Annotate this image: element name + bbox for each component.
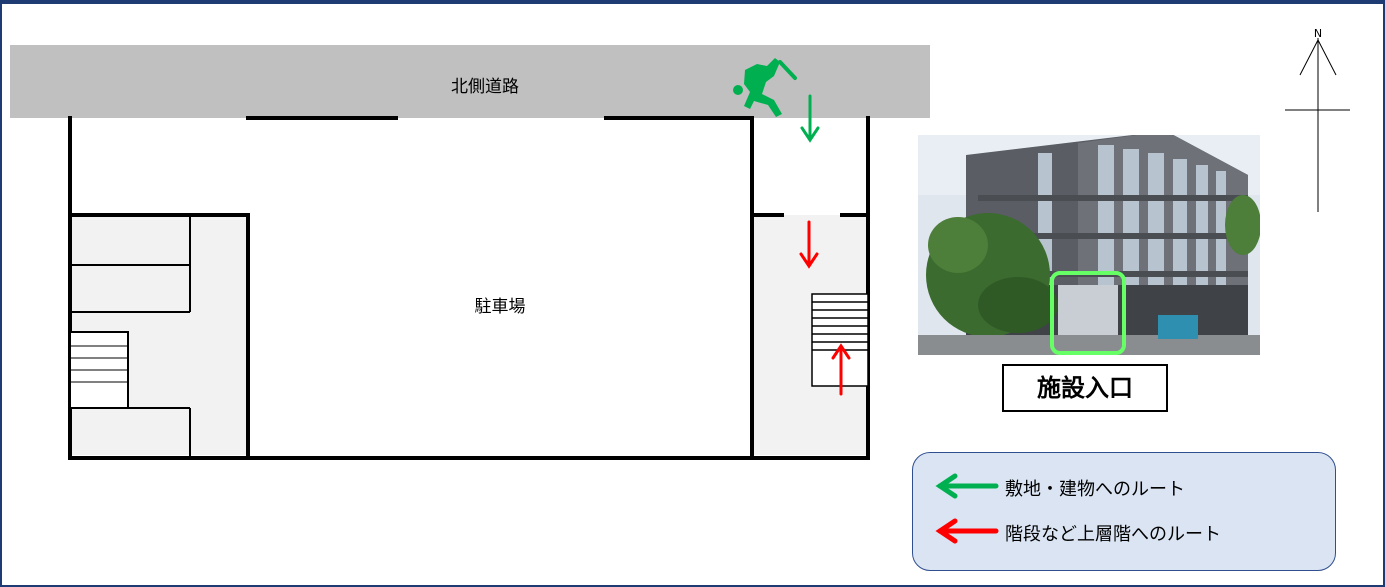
- road-label: 北側道路: [451, 77, 519, 97]
- building-walls: [68, 116, 870, 460]
- parking-label: 駐車場: [474, 297, 526, 317]
- entrance-label: 施設入口: [1002, 364, 1168, 412]
- red-route-arrow-up: [831, 343, 851, 396]
- legend-item-site-route: 敷地・建物へのルート: [1005, 479, 1185, 500]
- red-route-arrow-down: [799, 220, 819, 269]
- compass-icon: [1285, 38, 1350, 212]
- legend: 敷地・建物へのルート 階段など上層階へのルート: [912, 452, 1336, 571]
- north-label: N: [1313, 27, 1323, 40]
- green-route-arrow: [800, 94, 820, 143]
- building-photo: [918, 135, 1260, 355]
- west-wing-rooms: [69, 215, 191, 458]
- person-walking-icon: [733, 58, 797, 117]
- legend-item-upper-route: 階段など上層階へのルート: [1005, 524, 1221, 545]
- entrance-highlight: [1050, 271, 1126, 355]
- building-photo-illustration: [918, 135, 1260, 355]
